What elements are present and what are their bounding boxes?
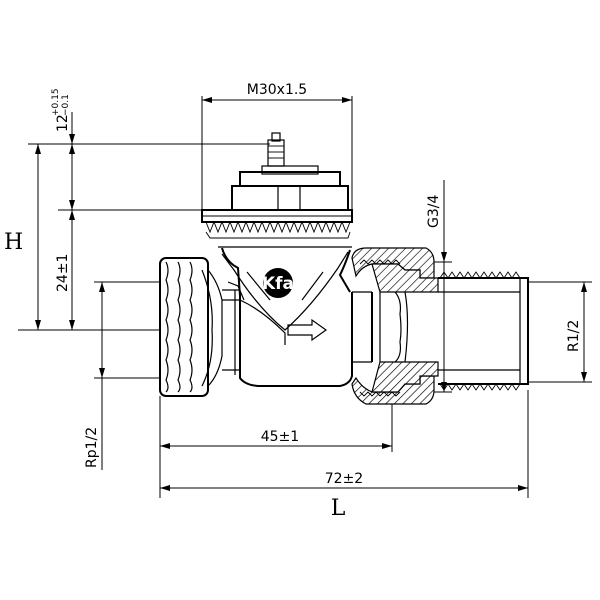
dim-r12-label: R1/2: [566, 320, 582, 352]
dim-L-label: L: [331, 496, 346, 521]
thread-teeth: [205, 220, 351, 239]
manufacturer-logo: Kfa: [262, 268, 294, 298]
dim-H-label: H: [4, 230, 23, 255]
dim-72: 72±2: [160, 390, 529, 498]
dim-thread-top: M30x1.5: [201, 82, 353, 210]
dim-12: 12 +0.15 −0.1: [51, 88, 75, 210]
dim-45-label: 45±1: [261, 429, 299, 445]
flow-direction-arrow-icon: [287, 318, 328, 342]
dim-24-label: 24±1: [55, 254, 71, 292]
dim-24: 24±1: [55, 210, 75, 330]
dim-12-tol-upper: +0.15: [51, 88, 61, 116]
dim-rp: Rp1/2: [84, 281, 160, 470]
dim-r12: R1/2: [528, 281, 592, 383]
dim-12-tol-lower: −0.1: [61, 94, 71, 116]
dim-45: 45±1: [159, 396, 393, 498]
dim-H: H: [4, 144, 41, 330]
dim-rp-label: Rp1/2: [84, 427, 100, 468]
tail-threads: [359, 259, 521, 397]
dim-72-label: 72±2: [325, 471, 363, 487]
dim-g34-label: G3/4: [426, 195, 442, 228]
right-union-section: [351, 247, 529, 405]
logo-text: Kfa: [262, 274, 294, 294]
dim-g34: G3/4: [426, 180, 452, 393]
dim-12-base: 12: [55, 114, 71, 132]
left-union-nut: [159, 257, 245, 397]
valve-body: Kfa: [201, 132, 353, 387]
dim-thread-top-label: M30x1.5: [247, 82, 307, 98]
